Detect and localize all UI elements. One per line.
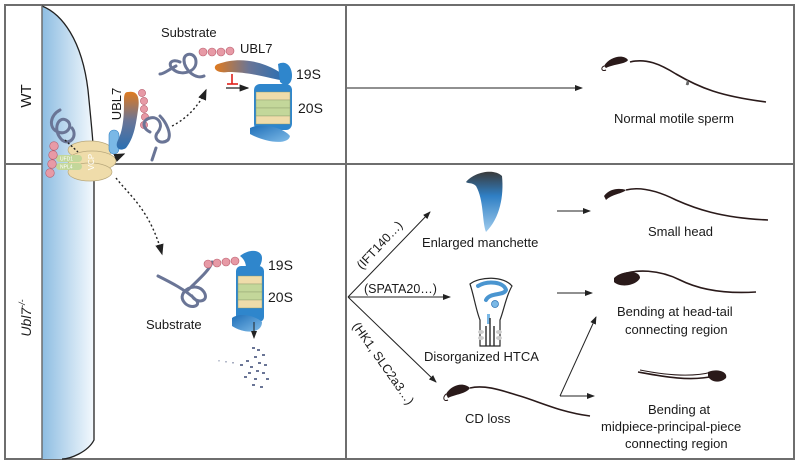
defect-label-3: CD loss bbox=[465, 411, 511, 426]
ko-row-label: Ubl7-/- bbox=[17, 299, 34, 336]
20s-label-wt: 20S bbox=[298, 100, 323, 116]
substrate-top-label: Substrate bbox=[161, 25, 217, 40]
substrate-top bbox=[158, 52, 206, 79]
genes-pathway-3: (HK1, SLC2a3…) bbox=[350, 320, 417, 408]
substrate-membrane bbox=[50, 108, 76, 144]
substrate-ko-label: Substrate bbox=[146, 317, 202, 332]
phenotype-midpiece-line1: Bending at bbox=[648, 402, 711, 417]
20s-barrel-wt bbox=[250, 84, 292, 142]
frame bbox=[4, 4, 795, 460]
ko-proteasome-complex: 19S 20S Substrate bbox=[146, 250, 293, 388]
ufd1-protein bbox=[56, 155, 82, 162]
dotted-arrow-ko bbox=[115, 177, 164, 256]
npl4-protein bbox=[56, 163, 82, 170]
peptide-fragments bbox=[218, 347, 269, 388]
substrate-tail bbox=[150, 146, 158, 162]
phenotype-arrows bbox=[557, 208, 597, 399]
arrow-cd-to-head-tail-bend bbox=[559, 316, 597, 397]
arrow-pathway-3 bbox=[347, 296, 437, 383]
phenotype-head-tail-line1: Bending at head-tail bbox=[617, 304, 733, 319]
20s-barrel-ko bbox=[232, 266, 264, 332]
ub-chain-ko bbox=[203, 256, 240, 269]
19s-label-ko: 19S bbox=[268, 257, 293, 273]
defect-label-2: Disorganized HTCA bbox=[424, 349, 539, 364]
phenotype-midpiece-line2: midpiece-principal-piece bbox=[601, 419, 741, 434]
wt-row-label: WT bbox=[18, 84, 35, 107]
genes-pathway-2: (SPATA20…) bbox=[364, 282, 437, 296]
ko-branch-arrows bbox=[347, 211, 451, 383]
defect-label-1: Enlarged manchette bbox=[422, 235, 538, 250]
20s-label-ko: 20S bbox=[268, 289, 293, 305]
ub-chain-top bbox=[198, 46, 235, 57]
normal-sperm-icon bbox=[601, 56, 767, 103]
enlarged-manchette-icon bbox=[466, 171, 503, 232]
19s-label-wt: 19S bbox=[296, 66, 321, 82]
substrate-ko bbox=[156, 260, 214, 308]
outer-border bbox=[4, 4, 795, 460]
arrow-pathway-1 bbox=[347, 211, 431, 298]
wt-proteasome-complex: Substrate UBL7 19S 20S bbox=[158, 25, 323, 142]
phenotype-head-tail-line2: connecting region bbox=[625, 322, 728, 337]
ubl7-top-label: UBL7 bbox=[240, 41, 273, 56]
phenotype-small-head: Small head bbox=[648, 224, 713, 239]
midpiece-bend-sperm-icon bbox=[637, 369, 727, 382]
substrate-released bbox=[142, 114, 171, 144]
dotted-arrow-membrane bbox=[64, 139, 79, 153]
npl4-label: NPL4 bbox=[60, 165, 73, 171]
ub-chain-membrane bbox=[45, 141, 59, 178]
dotted-arrow-to-ubl7 bbox=[113, 153, 126, 162]
ufd1-label: UFD1 bbox=[60, 157, 73, 163]
dotted-arrow-to-substrate bbox=[171, 88, 207, 127]
head-tail-bend-sperm-icon bbox=[614, 270, 757, 294]
phenotype-midpiece-line3: connecting region bbox=[625, 436, 728, 451]
vcp-complex: VCP UFD1 NPL4 bbox=[45, 108, 120, 182]
disorganized-htca-icon bbox=[469, 277, 513, 347]
small-head-sperm-icon bbox=[604, 187, 769, 221]
cell-cytoplasm bbox=[41, 5, 95, 460]
cd-loss-sperm-icon bbox=[443, 384, 591, 417]
normal-sperm-label: Normal motile sperm bbox=[614, 111, 734, 126]
vcp-label: VCP bbox=[87, 154, 96, 170]
ubl7-side-label: UBL7 bbox=[109, 88, 124, 121]
